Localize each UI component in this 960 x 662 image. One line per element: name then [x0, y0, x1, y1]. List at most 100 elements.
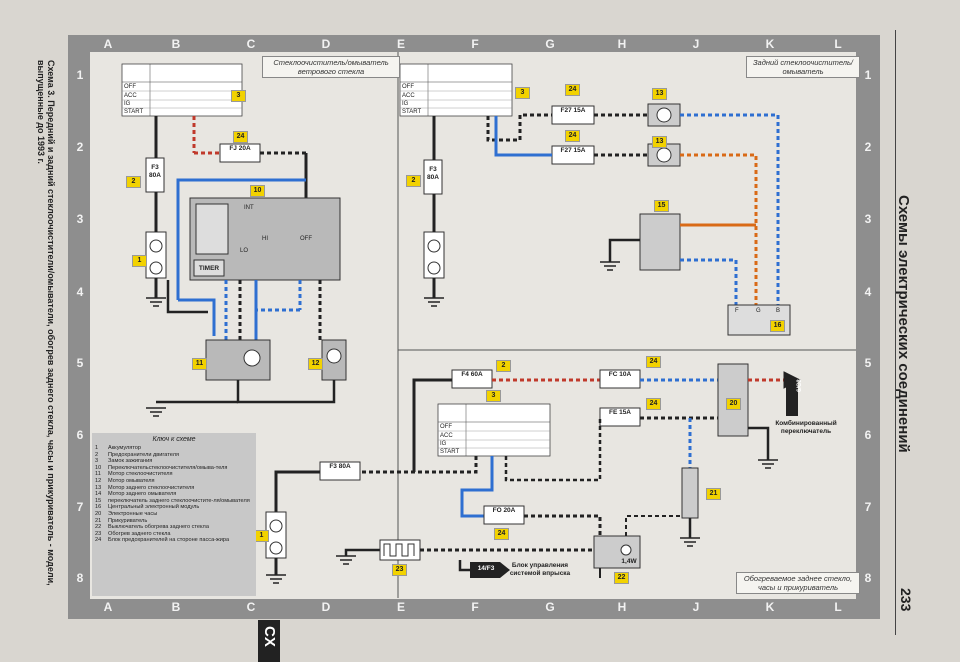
legend-item: 15 переключатель заднего стеклоочистите-л…	[92, 498, 256, 505]
fuse-f3b-label: F3 80A	[427, 166, 439, 181]
combined-switch-label: Комбинированный переключатель	[775, 420, 837, 435]
grid-number-left: 5	[76, 356, 84, 370]
badge-switch-15: 15	[654, 200, 669, 212]
ign-rear-acc: ACC	[402, 93, 415, 99]
grid-letter-top: J	[692, 37, 700, 51]
grid-letter-top: E	[396, 37, 405, 51]
grid-number-left: 8	[76, 571, 84, 585]
ign-front-start: START	[124, 109, 144, 115]
badge-fc: 24	[646, 356, 661, 368]
panel-dividers	[397, 52, 856, 598]
ecu-label: Блок управления системой впрыска	[509, 562, 571, 577]
grid-letter-top: L	[834, 37, 842, 51]
legend-item: 2 Предохранители двигателя	[92, 452, 256, 459]
legend-item-number: 23	[95, 530, 102, 537]
fuse-f27a-label: F27 15A	[560, 107, 586, 114]
grid-number-right: 4	[864, 285, 872, 299]
badge-switch-22: 22	[614, 572, 629, 584]
relay-int: INT	[244, 205, 254, 211]
connector-14f3-label: 14/F3	[477, 565, 495, 572]
legend-item-number: 2	[95, 451, 99, 458]
badge-f27-lower: 24	[565, 130, 580, 142]
grid-letter-bottom: K	[765, 600, 775, 614]
badge-heater-23: 23	[392, 564, 407, 576]
legend-item-text: Блок предохранителей на стороне пасса-жи…	[108, 537, 230, 544]
badge-motor-13a: 13	[652, 88, 667, 100]
badge-lighter-21: 21	[706, 488, 721, 500]
grid-letter-top: A	[103, 37, 113, 51]
timer-label: TIMER	[198, 265, 220, 272]
legend-item-text: Предохранители двигателя	[108, 451, 180, 458]
heated-rear-title: Обогреваемое заднее стекло, часы и прику…	[736, 572, 860, 594]
badge-clock-20: 20	[726, 398, 741, 410]
grid-number-right: 3	[864, 212, 872, 226]
ignition-switch-front	[121, 63, 243, 117]
terminal-f: F	[735, 308, 739, 314]
ign-front-ig: IG	[124, 101, 131, 107]
ign-rear-off: OFF	[402, 84, 414, 90]
legend-item-text: Аккумулятор	[108, 445, 142, 451]
section-tab: CX	[258, 620, 280, 662]
badge-fuseblock-front: 24	[233, 131, 248, 143]
grid-letter-top: C	[246, 37, 256, 51]
badge-ignition-rear: 3	[515, 87, 530, 99]
legend-item: 20 Электронные часы	[92, 511, 256, 518]
badge-motor-13b: 13	[652, 136, 667, 148]
grid-letter-bottom: H	[617, 600, 627, 614]
grid-number-left: 4	[76, 285, 84, 299]
grid-number-left: 3	[76, 212, 84, 226]
grid-number-right: 5	[864, 356, 872, 370]
grid-letter-bottom: E	[396, 600, 405, 614]
grid-letter-top: F	[471, 37, 479, 51]
ign-heated-off: OFF	[440, 424, 452, 430]
grid-letter-top: B	[171, 37, 181, 51]
relay-hi: HI	[262, 236, 268, 242]
relay-lo: LO	[240, 248, 249, 254]
badge-fuse-rear: 2	[406, 175, 421, 187]
legend-item-number: 1	[95, 445, 99, 451]
legend-item-text: переключатель заднего стеклоочистите-ля/…	[108, 497, 250, 504]
grid-number-right: 8	[864, 571, 872, 585]
legend-title: Ключ к схеме	[152, 436, 196, 443]
legend-item-text: Выключатель обогрева заднего стекла	[108, 524, 209, 531]
ign-rear-start: START	[402, 109, 422, 115]
grid-number-left: 7	[76, 500, 84, 514]
front-wiper-title: Стеклоочиститель/омыватель ветрового сте…	[262, 56, 400, 78]
ign-rear-ig: IG	[402, 101, 409, 107]
grid-letter-top: D	[321, 37, 331, 51]
badge-ignition-front: 3	[231, 90, 246, 102]
badge-fo: 24	[494, 528, 509, 540]
lamp-label: 1,4W	[621, 558, 637, 565]
rear-wiper-circuit	[399, 63, 791, 336]
badge-f4: 2	[496, 360, 511, 372]
badge-motor-12: 12	[308, 358, 323, 370]
legend-item-text: Обогрев заднего стекла	[108, 530, 171, 537]
grid-number-right: 1	[864, 68, 872, 82]
legend-item-text: Замок зажигания	[108, 458, 153, 465]
legend-item-text: Мотор стеклоочистителя	[108, 471, 173, 478]
ignition-switch-rear	[399, 63, 513, 117]
badge-f27-upper: 24	[565, 84, 580, 96]
legend-item-number: 15	[95, 497, 102, 504]
grid-letter-top: G	[545, 37, 555, 51]
legend-item-number: 20	[95, 510, 102, 517]
legend-item-number: 10	[95, 464, 102, 471]
badge-switch-10: 10	[250, 185, 265, 197]
connector-14f3-arrow	[470, 562, 510, 578]
grid-number-right: 2	[864, 140, 872, 154]
legend-item-number: 13	[95, 484, 102, 491]
grid-number-left: 6	[76, 428, 84, 442]
legend-item-text: Прикуриватель	[108, 517, 148, 524]
fuse-f27b-label: F27 15A	[560, 147, 586, 154]
grid-letter-bottom: F	[471, 600, 479, 614]
legend-item-text: Электронные часы	[108, 510, 158, 517]
legend-item-number: 3	[95, 458, 99, 465]
legend-item-number: 24	[95, 537, 102, 544]
legend-item-number: 16	[95, 504, 102, 511]
badge-fe: 24	[646, 398, 661, 410]
fuse-fc-label: FC 10A	[608, 371, 632, 378]
legend-item-number: 14	[95, 491, 102, 498]
